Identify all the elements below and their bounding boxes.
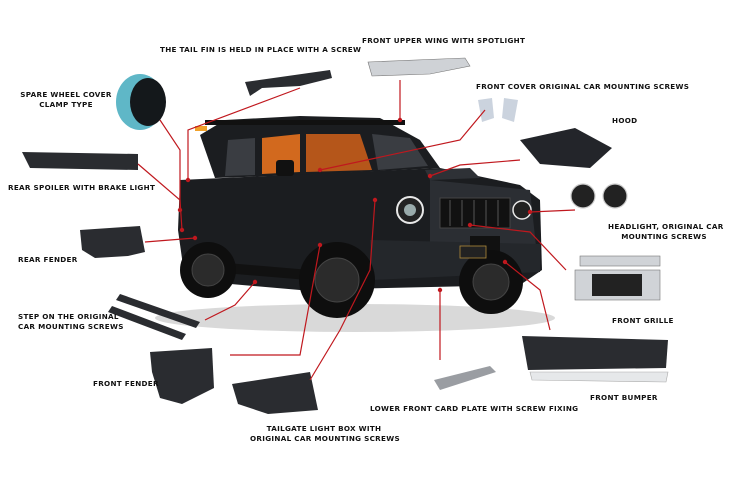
step-part [108, 294, 200, 340]
label-step-line1: STEP ON THE ORIGINAL [18, 312, 119, 321]
headlight-part [570, 183, 628, 209]
label-spare-wheel-cover-line1: SPARE WHEEL COVER [20, 90, 112, 99]
label-tailgate-line2: ORIGINAL CAR MOUNTING SCREWS [250, 434, 400, 443]
label-spare-wheel-cover-line2: CLAMP TYPE [39, 100, 93, 109]
label-tailgate-light-box: TAILGATE LIGHT BOX WITH ORIGINAL CAR MOU… [250, 424, 400, 444]
label-rear-fender: REAR FENDER [18, 255, 78, 264]
label-step-line2: CAR MOUNTING SCREWS [18, 322, 124, 331]
label-rear-spoiler: REAR SPOILER WITH BRAKE LIGHT [8, 183, 156, 192]
label-headlight: HEADLIGHT, ORIGINAL CAR MOUNTING SCREWS [608, 222, 724, 242]
spare-wheel-cover-part [116, 74, 166, 130]
rear-fender-part [80, 226, 145, 258]
front-cover-part [478, 98, 518, 122]
front-upper-wing-part [367, 57, 471, 77]
hood-part [520, 128, 612, 168]
tailgate-light-box-part [232, 372, 318, 414]
label-hood: HOOD [612, 116, 638, 125]
label-spare-wheel-cover: SPARE WHEEL COVER CLAMP TYPE [18, 90, 114, 110]
label-headlight-line1: HEADLIGHT, ORIGINAL CAR [608, 222, 724, 231]
leader-lines [137, 80, 576, 381]
label-front-upper-wing: FRONT UPPER WING WITH SPOTLIGHT [362, 36, 526, 45]
tail-fin-part [245, 70, 332, 96]
label-step: STEP ON THE ORIGINAL CAR MOUNTING SCREWS [18, 312, 124, 332]
label-front-fender: FRONT FENDER [93, 379, 159, 388]
label-tailgate-line1: TAILGATE LIGHT BOX WITH [266, 424, 382, 433]
front-bumper-part [522, 336, 669, 383]
leader-dots [177, 117, 533, 293]
label-headlight-line2: MOUNTING SCREWS [621, 232, 707, 241]
lower-front-plate-part [434, 366, 496, 390]
label-front-cover: FRONT COVER ORIGINAL CAR MOUNTING SCREWS [476, 82, 690, 91]
label-tail-fin: THE TAIL FIN IS HELD IN PLACE WITH A SCR… [160, 45, 362, 54]
label-lower-front-plate: LOWER FRONT CARD PLATE WITH SCREW FIXING [370, 404, 579, 413]
rear-spoiler-part [22, 152, 138, 170]
suv-body [155, 116, 555, 332]
front-grille-part [574, 255, 661, 301]
label-front-bumper: FRONT BUMPER [590, 393, 658, 402]
front-fender-part [150, 348, 214, 404]
label-front-grille: FRONT GRILLE [612, 316, 674, 325]
